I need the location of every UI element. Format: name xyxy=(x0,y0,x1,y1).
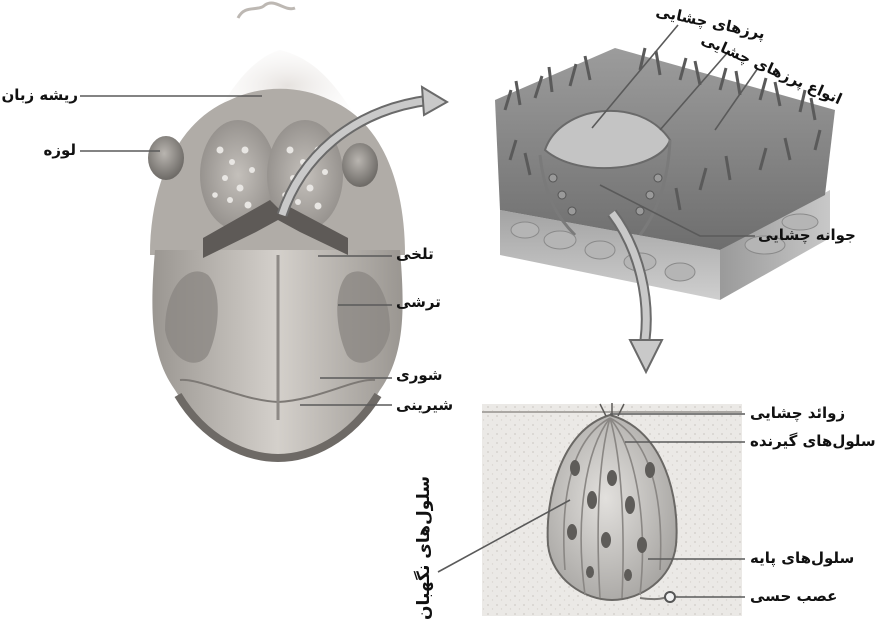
label-tonsil: لوزه xyxy=(0,141,76,159)
taste-bud-illustration xyxy=(482,403,742,616)
label-sour: ترشی xyxy=(396,293,441,311)
label-basal-cells: سلول‌های پایه xyxy=(750,549,854,567)
label-supporting-cells: سلول‌های نگهبان xyxy=(414,476,434,620)
label-sensory-nerve: عصب حسی xyxy=(750,587,837,605)
label-bitter: تلخی xyxy=(396,245,434,263)
label-taste-hairs: زوائد چشایی xyxy=(750,404,845,422)
label-salty: شوری xyxy=(396,366,443,384)
label-tongue-root: ریشه زبان xyxy=(0,86,78,104)
papilla-block-illustration xyxy=(495,48,835,300)
nerve-ending-icon xyxy=(665,592,675,602)
label-taste-bud: جوانه چشایی xyxy=(758,226,856,244)
label-sweet: شیرینی xyxy=(396,396,453,414)
tonsil-right xyxy=(342,143,378,187)
label-receptor-cells: سلول‌های گیرنده xyxy=(750,432,876,450)
tonsil-left xyxy=(148,136,184,180)
root-wisp xyxy=(238,3,295,18)
tongue-illustration xyxy=(148,3,405,458)
